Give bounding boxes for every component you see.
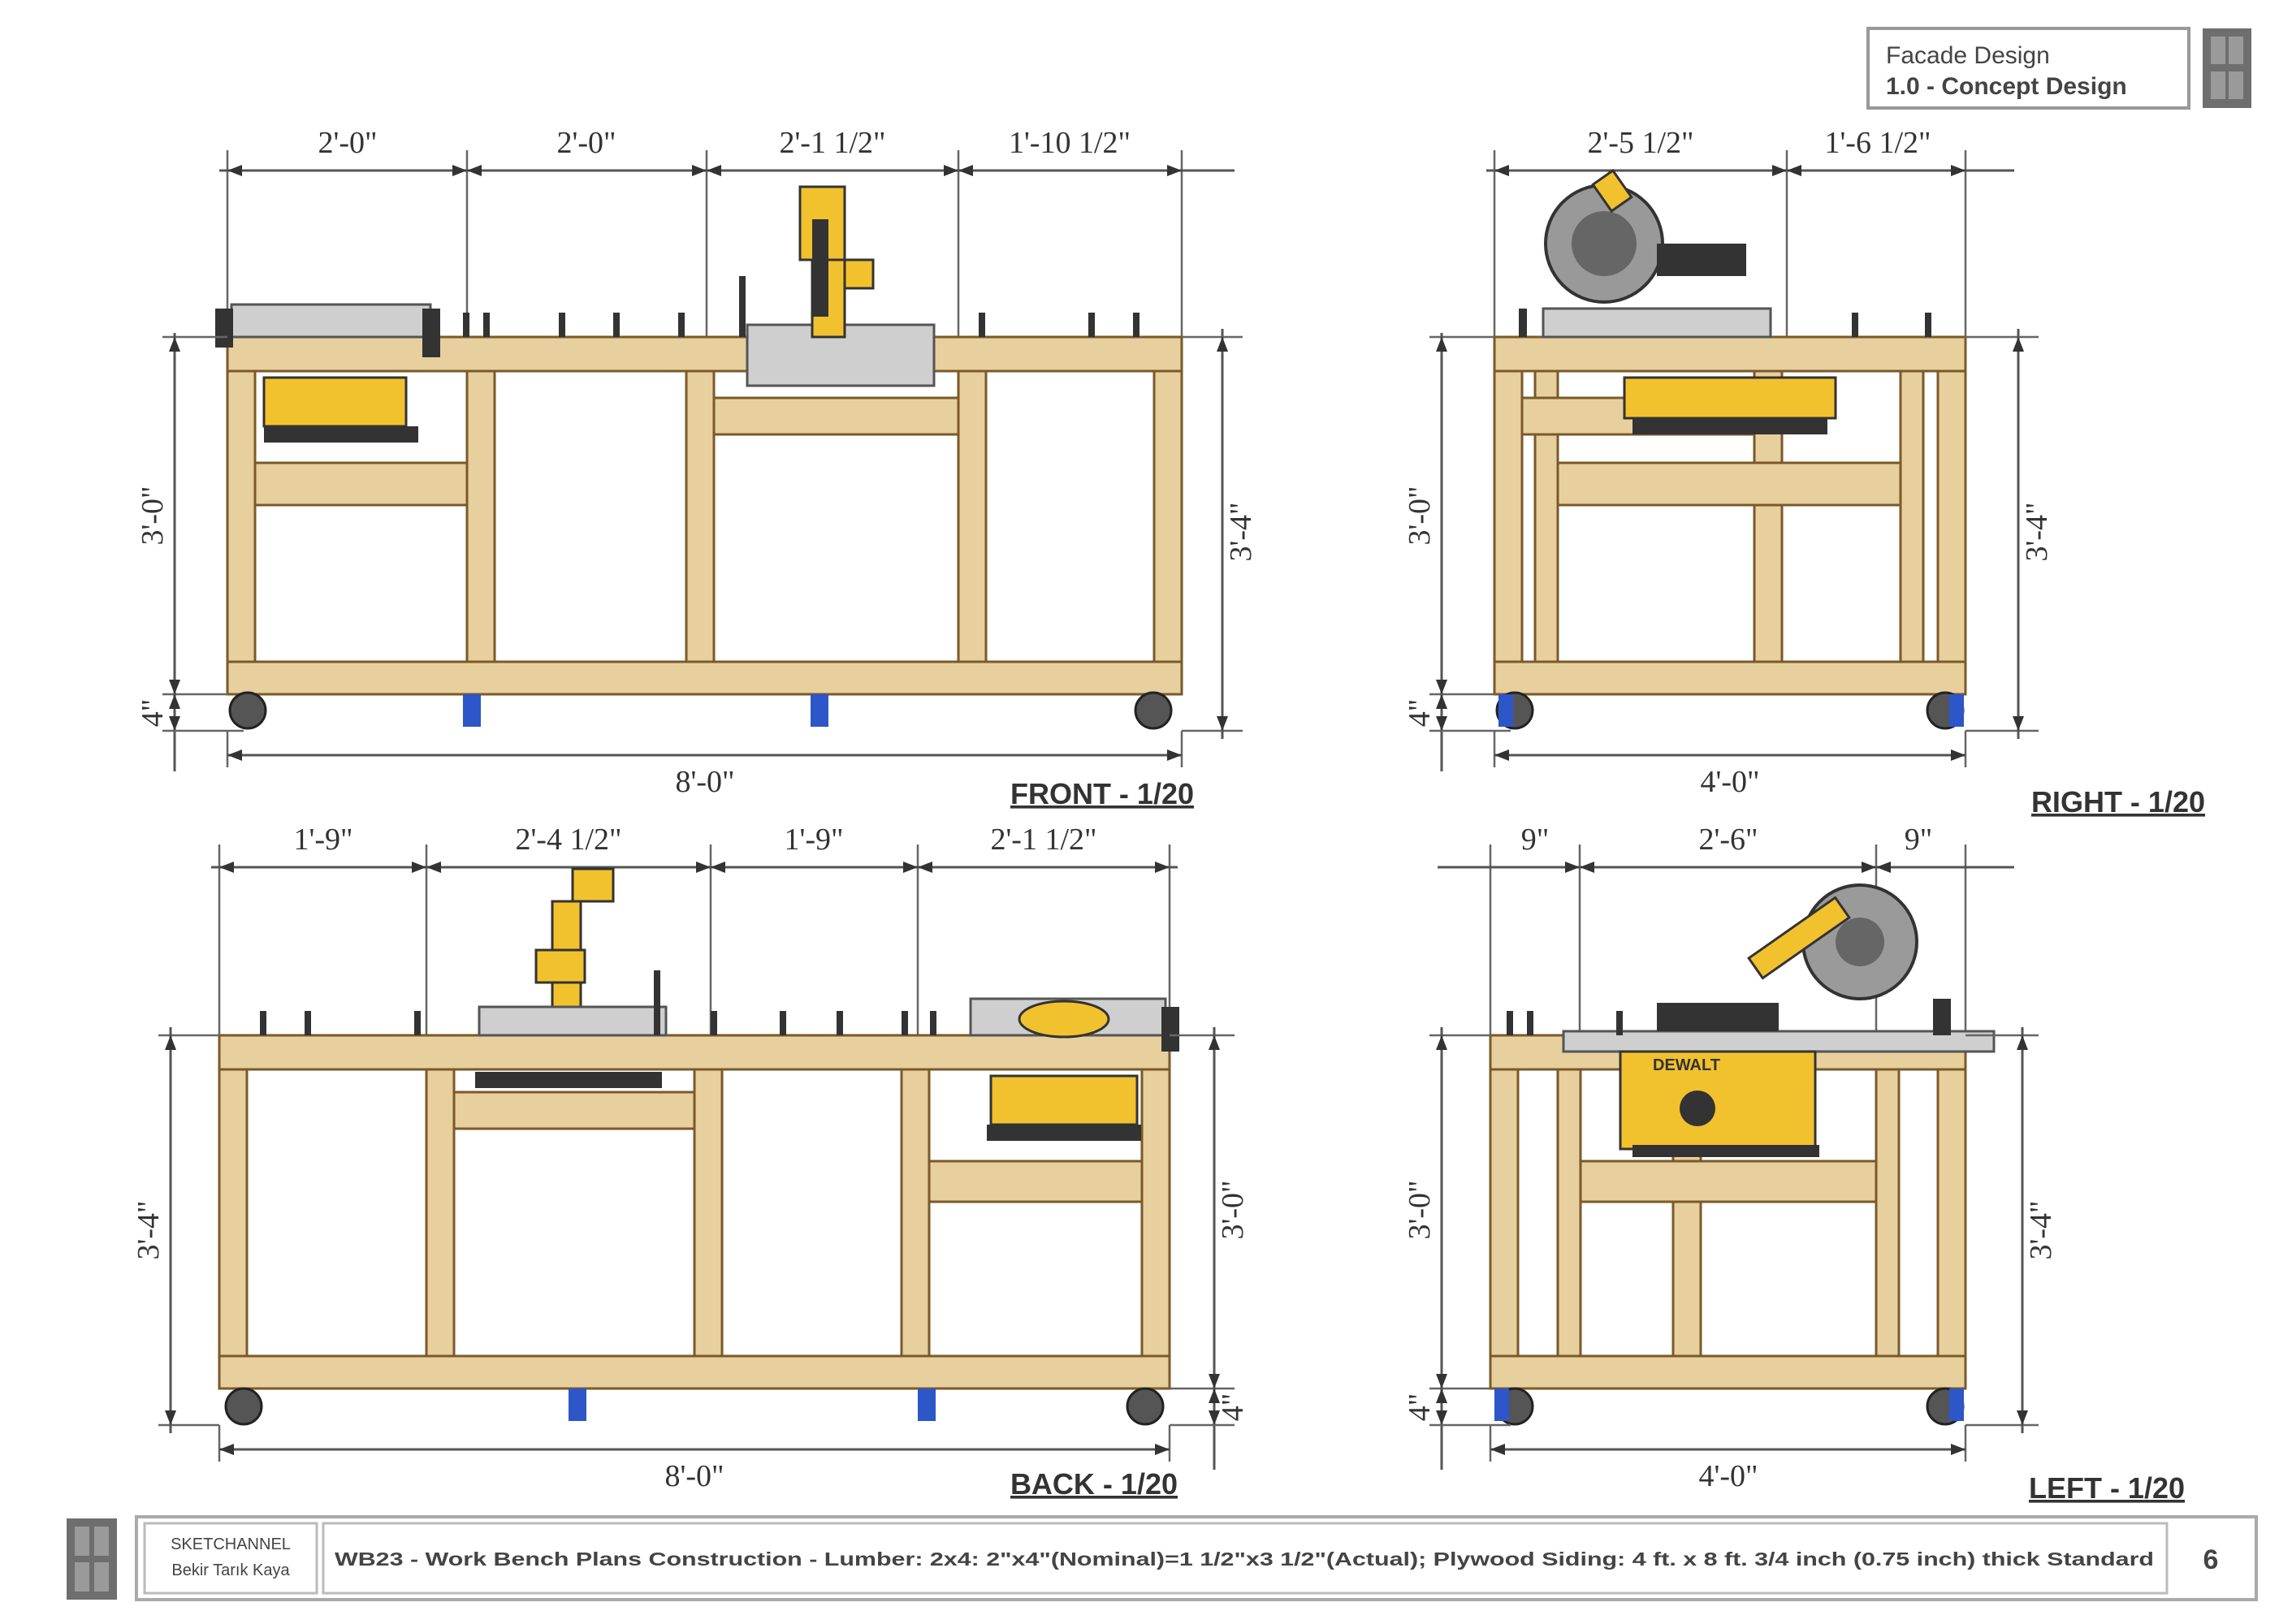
front-overall: 8'-0" (675, 765, 734, 799)
front-left-caster: 4" (136, 699, 170, 728)
back-dim-3: 1'-9" (784, 823, 843, 857)
front-view: 2'-0" 2'-0" 2'-1 1/2" 1'-10 1/2" (136, 126, 1258, 810)
right-dim-1: 2'-5 1/2" (1587, 126, 1693, 160)
front-left-height: 3'-0" (136, 486, 170, 545)
back-view-label: BACK - 1/20 (1010, 1467, 1178, 1501)
left-view-label: LEFT - 1/20 (2029, 1471, 2185, 1505)
right-left-height: 3'-0" (1403, 486, 1437, 545)
page-number: 6 (2203, 1544, 2219, 1575)
logo-icon (2203, 28, 2251, 108)
back-view: 1'-9" 2'-4 1/2" 1'-9" 2'-1 1/2" (132, 823, 1250, 1501)
right-left-caster: 4" (1403, 699, 1437, 728)
left-left-caster: 4" (1403, 1393, 1437, 1422)
right-view: 2'-5 1/2" 1'-6 1/2" 3'-0" 4" (1403, 126, 2205, 818)
left-dim-2: 2'-6" (1698, 823, 1758, 857)
back-dim-2: 2'-4 1/2" (515, 823, 621, 857)
footer-logo-icon (67, 1518, 117, 1600)
left-dim-1: 9" (1521, 823, 1550, 857)
front-dim-1: 2'-0" (318, 126, 377, 160)
front-dim-3: 2'-1 1/2" (779, 126, 885, 160)
front-dim-4: 1'-10 1/2" (1009, 126, 1131, 160)
right-dim-2: 1'-6 1/2" (1824, 126, 1931, 160)
left-right-height: 3'-4" (2024, 1200, 2058, 1259)
left-overall: 4'-0" (1698, 1459, 1758, 1493)
back-dim-4: 2'-1 1/2" (990, 823, 1096, 857)
footer-author: Bekir Tarık Kaya (171, 1561, 290, 1579)
left-view: 9" 2'-6" 9" DEWALT 3'-0 (1403, 823, 2185, 1505)
right-overall: 4'-0" (1700, 765, 1759, 799)
back-dim-1: 1'-9" (293, 823, 352, 857)
back-left-height: 3'-4" (132, 1200, 166, 1259)
front-right-height: 3'-4" (1224, 502, 1258, 561)
footer-company: SKETCHANNEL (171, 1535, 291, 1553)
back-right-caster: 4" (1216, 1393, 1250, 1422)
left-left-height: 3'-0" (1403, 1180, 1437, 1239)
front-view-label: FRONT - 1/20 (1010, 777, 1194, 810)
footer-description: WB23 - Work Bench Plans Construction - L… (335, 1548, 2154, 1570)
title-block-line2: 1.0 - Concept Design (1886, 73, 2127, 100)
back-overall: 8'-0" (664, 1459, 724, 1493)
right-right-height: 3'-4" (2020, 502, 2054, 561)
left-dim-3: 9" (1905, 823, 1933, 857)
footer-title-strip: SKETCHANNEL Bekir Tarık Kaya WB23 - Work… (67, 1515, 2258, 1601)
front-dim-2: 2'-0" (556, 126, 616, 160)
title-block-line1: Facade Design (1886, 42, 2050, 69)
dewalt-label: DEWALT (1653, 1056, 1720, 1074)
title-block: Facade Design 1.0 - Concept Design (1866, 27, 2251, 110)
back-right-height: 3'-0" (1216, 1180, 1250, 1239)
right-view-label: RIGHT - 1/20 (2031, 785, 2205, 818)
